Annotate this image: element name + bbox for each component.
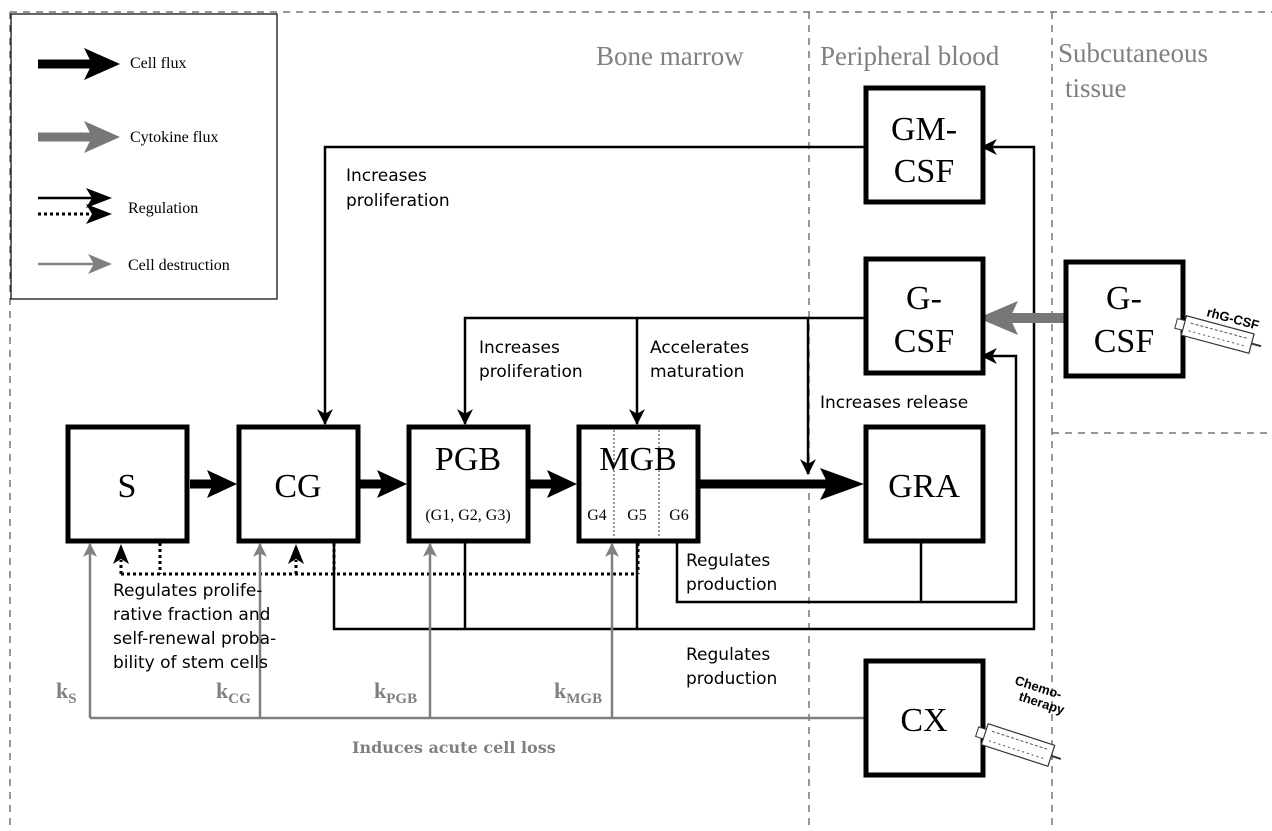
box-gcsf-label-1: G- bbox=[906, 280, 942, 317]
box-pgb: PGB (G1, G2, G3) bbox=[406, 424, 531, 544]
box-gcsf-sc-label-1: G- bbox=[1106, 280, 1142, 317]
rate-k-pgb: kPGB bbox=[374, 678, 417, 707]
box-cg-label: CG bbox=[274, 468, 321, 505]
annotation-regulates-production-a-2: production bbox=[686, 575, 777, 595]
box-cg: CG bbox=[236, 424, 361, 544]
rate-k-mgb: kMGB bbox=[554, 678, 602, 707]
legend-cytokine-flux-label: Cytokine flux bbox=[130, 129, 218, 146]
box-s: S bbox=[65, 424, 190, 544]
box-mgb-g6: G6 bbox=[669, 507, 689, 524]
destruction-connectors bbox=[83, 542, 866, 720]
box-mgb-g4: G4 bbox=[587, 507, 607, 524]
box-gra-label: GRA bbox=[888, 468, 960, 505]
annotation-accelerates-1: Accelerates bbox=[650, 338, 749, 358]
region-label-peripheral-blood: Peripheral blood bbox=[820, 41, 1000, 71]
stem-regulation-arrowhead-s bbox=[113, 544, 129, 564]
region-label-tissue: tissue bbox=[1065, 73, 1127, 103]
annotation-gcsf-increases-1: Increases bbox=[479, 338, 560, 358]
gcsf-regulation-trunk bbox=[457, 316, 866, 426]
syringe-chemotherapy-icon bbox=[974, 722, 1062, 768]
box-cx-label: CX bbox=[900, 702, 947, 739]
pgb-to-mgb-arrow bbox=[530, 470, 577, 498]
box-gcsf-subcutaneous: G- CSF bbox=[1063, 259, 1186, 379]
box-gcsf-label-2: CSF bbox=[894, 323, 955, 360]
box-gmcsf: GM- CSF bbox=[863, 85, 986, 205]
box-mgb-g5: G5 bbox=[627, 507, 647, 524]
annotation-gmcsf-increases-1: Increases bbox=[346, 166, 427, 186]
legend-cytokine-flux-arrow-icon bbox=[38, 121, 120, 153]
annotation-accelerates-2: maturation bbox=[650, 362, 744, 382]
annotation-stem-2: rative fraction and bbox=[113, 605, 270, 625]
regulation-connectors bbox=[317, 139, 1036, 631]
box-gcsf-sc-label-2: CSF bbox=[1094, 323, 1155, 360]
box-gra: GRA bbox=[863, 424, 986, 544]
stem-regulation-arrowhead-cg bbox=[288, 544, 304, 564]
box-gmcsf-label-1: GM- bbox=[891, 111, 957, 148]
box-gmcsf-label-2: CSF bbox=[894, 153, 955, 190]
box-s-label: S bbox=[118, 468, 137, 505]
stem-regulation-dotted bbox=[119, 543, 640, 576]
cytokine-flux-arrow bbox=[978, 301, 1066, 335]
annotation-gcsf-increases-2: proliferation bbox=[479, 362, 583, 382]
syringe-rhgcsf-icon bbox=[1174, 315, 1262, 354]
annotation-stem-3: self-renewal proba- bbox=[113, 629, 276, 649]
gmcsf-to-cg-arrow bbox=[317, 145, 866, 426]
box-pgb-sublabel: (G1, G2, G3) bbox=[425, 507, 510, 524]
legend-regulation-label: Regulation bbox=[128, 200, 198, 217]
gra-to-gcsf-feedback bbox=[675, 543, 923, 604]
box-mgb-label: MGB bbox=[599, 441, 676, 478]
annotation-regulates-production-b-2: production bbox=[686, 669, 777, 689]
region-label-subcutaneous: Subcutaneous bbox=[1058, 38, 1208, 68]
cg-to-pgb-arrow bbox=[360, 470, 407, 498]
rate-k-cg: kCG bbox=[216, 678, 251, 707]
legend-regulation-arrow-icon bbox=[38, 188, 112, 224]
legend-cell-flux-arrow-icon bbox=[38, 48, 120, 80]
rate-k-s: kS bbox=[56, 678, 77, 707]
box-gcsf: G- CSF bbox=[863, 256, 986, 376]
box-pgb-label: PGB bbox=[435, 441, 501, 478]
cells-to-gmcsf-feedback bbox=[332, 139, 1036, 631]
box-cx: CX bbox=[863, 658, 986, 778]
annotation-acute-cell-loss: Induces acute cell loss bbox=[352, 738, 556, 757]
s-to-cg-arrow bbox=[190, 470, 237, 498]
annotation-gmcsf-increases-2: proliferation bbox=[346, 191, 450, 211]
annotation-stem-1: Regulates prolife- bbox=[113, 581, 262, 601]
annotation-increases-release: Increases release bbox=[820, 393, 968, 413]
annotation-regulates-production-a-1: Regulates bbox=[686, 551, 770, 571]
legend-cell-destruction-arrow-icon bbox=[38, 254, 112, 274]
mgb-to-gra-arrow bbox=[700, 468, 864, 500]
legend-cell-destruction-label: Cell destruction bbox=[128, 257, 230, 274]
box-mgb: MGB G4 G5 G6 bbox=[576, 424, 701, 544]
legend: Cell flux Cytokine flux Regulation Cell … bbox=[10, 13, 278, 300]
cell-flux-arrows bbox=[190, 468, 864, 500]
gra-feedback-to-gcsf-arrow bbox=[921, 348, 1018, 604]
legend-cell-flux-label: Cell flux bbox=[130, 55, 186, 72]
region-label-bone-marrow: Bone marrow bbox=[596, 41, 744, 71]
annotation-regulates-production-b-1: Regulates bbox=[686, 645, 770, 665]
annotation-stem-4: bility of stem cells bbox=[113, 653, 268, 673]
